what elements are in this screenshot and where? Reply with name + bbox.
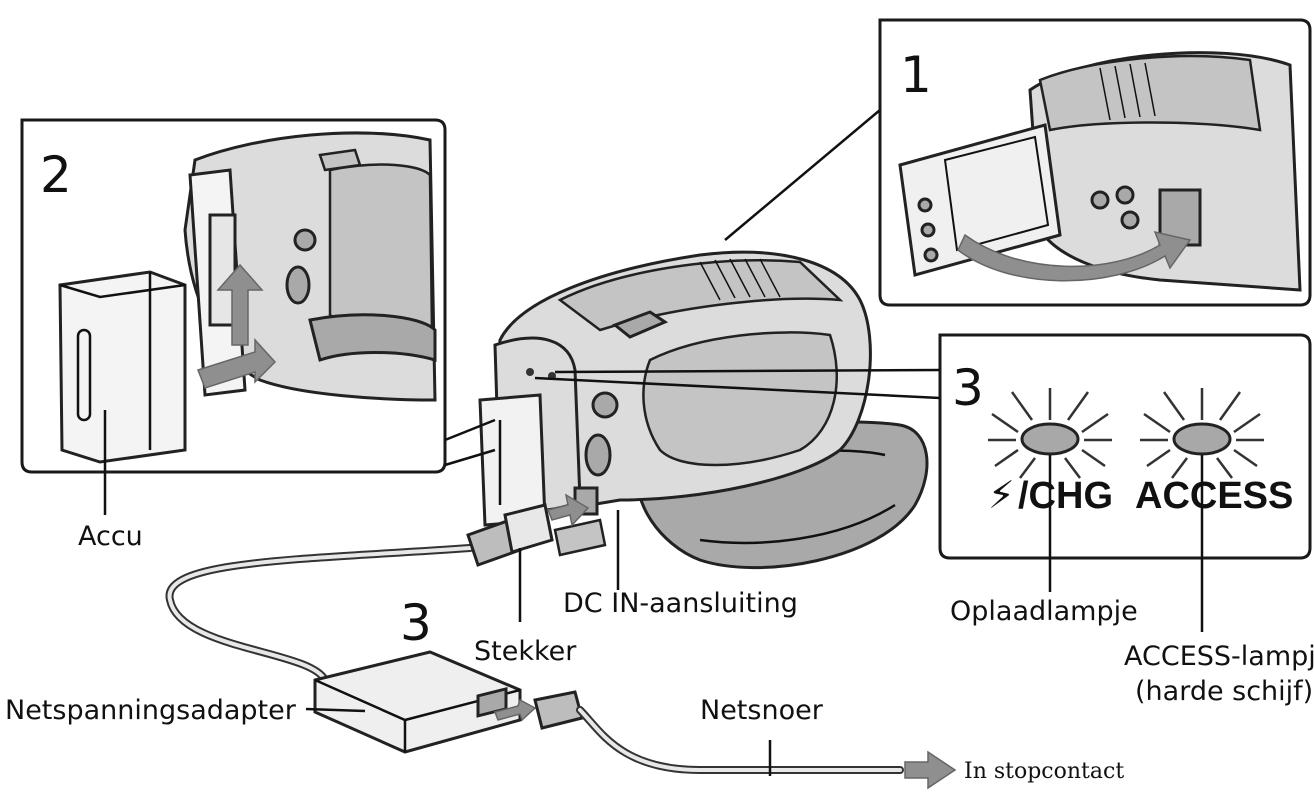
label-access-lampje: ACCESS-lampje [1124,641,1314,672]
panel-step-2: 2 [20,118,496,474]
label-oplaadlampje: Oplaadlampje [950,596,1138,627]
charge-lamp [988,388,1112,479]
dc-plug [466,503,554,567]
label-harde-schijf: (harde schijf) [1135,676,1313,707]
label-netsnoer: Netsnoer [700,695,824,726]
step-number-3-cord: 3 [400,594,432,652]
panel-step-1: 1 [724,18,1312,307]
panel-step-3-lamps: 3 ⚡ /CHG [534,333,1312,632]
step-number-2: 2 [40,146,72,204]
access-lamp-text: ACCESS [1135,475,1293,517]
step-number-3-panel: 3 [952,359,984,417]
main-camcorder [478,250,929,570]
power-cord-assembly [165,493,957,790]
label-dc-in: DC IN-aansluiting [563,588,798,619]
label-stopcontact: In stopcontact [964,759,1124,784]
chg-lamp-text: /CHG [1018,475,1113,517]
label-adapter: Netspanningsadapter [5,695,297,726]
label-accu: Accu [78,521,143,552]
access-lamp [1140,388,1264,479]
label-stekker: Stekker [474,636,577,667]
step-number-1: 1 [900,46,932,104]
charge-flash-symbol: ⚡ [988,475,1015,517]
ac-adapter [313,650,522,754]
